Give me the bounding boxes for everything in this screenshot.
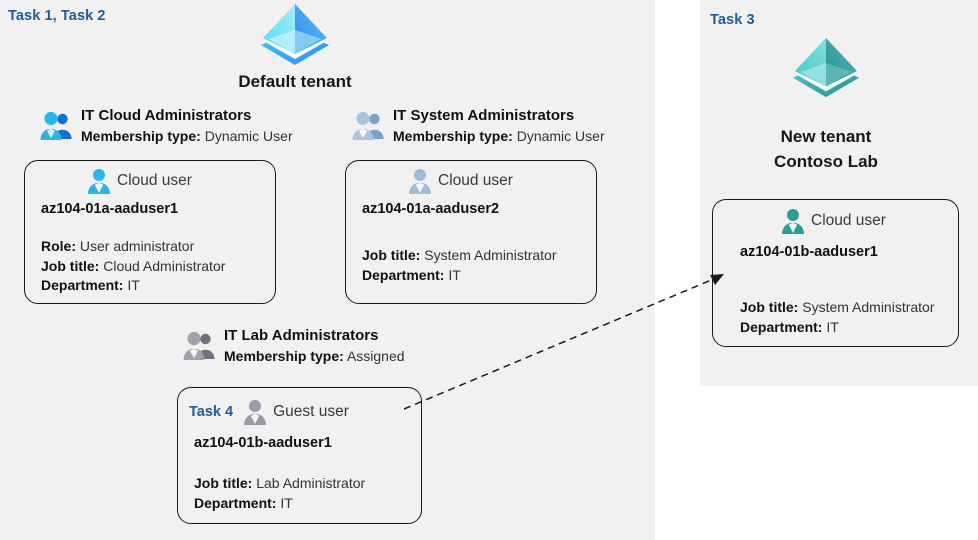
group-membership: Membership type: Dynamic User — [393, 126, 605, 146]
attribute-value: System Administrator — [802, 299, 935, 315]
attribute-value: IT — [280, 494, 293, 511]
user-card-new-tenant-aaduser1[interactable]: Cloud user az104-01b-aaduser1 Job title:… — [712, 199, 959, 347]
group-membership: Membership type: Assigned — [224, 346, 405, 366]
azure-ad-tenant-icon-new — [791, 36, 861, 102]
attribute-list: Job title: Lab Administrator Department:… — [194, 474, 365, 513]
cloud-user-icon — [408, 168, 432, 194]
new-tenant-title: New tenant Contoso Lab — [726, 124, 926, 174]
attribute-row: Job title: System Administrator — [740, 298, 935, 318]
membership-value: Dynamic User — [516, 128, 605, 144]
attribute-row: Job title: System Administrator — [362, 246, 557, 266]
user-type-label: Cloud user — [811, 212, 886, 229]
group-name: IT Cloud Administrators — [81, 107, 252, 124]
user-card-aaduser1[interactable]: Cloud user az104-01a-aaduser1 Role: User… — [24, 160, 276, 304]
default-tenant-panel — [0, 0, 655, 540]
membership-key: Membership type: — [81, 128, 201, 144]
user-card-guest-aaduser1[interactable]: Task 4 Guest user az104-01b-aaduser1 Job… — [177, 387, 422, 524]
attribute-value: Cloud Administrator — [103, 257, 226, 274]
group-it-lab-administrators: IT Lab Administrators Membership type: A… — [183, 326, 405, 366]
card-header: Task 4 Guest user — [189, 399, 349, 425]
default-tenant-title: Default tenant — [238, 72, 352, 91]
user-type-label: Cloud user — [438, 172, 513, 189]
azure-ad-tenant-icon-default — [259, 2, 331, 70]
group-it-cloud-administrators: IT Cloud Administrators Membership type:… — [40, 106, 293, 146]
username: az104-01a-aaduser1 — [41, 201, 179, 217]
attribute-key: Department: — [740, 318, 823, 335]
group-membership: Membership type: Dynamic User — [81, 126, 293, 146]
card-header: Cloud user — [781, 208, 886, 234]
attribute-key: Department: — [194, 494, 277, 511]
card-header: Cloud user — [408, 168, 513, 194]
username: az104-01b-aaduser1 — [740, 244, 878, 260]
membership-key: Membership type: — [224, 348, 344, 364]
new-tenant-title-line2: Contoso Lab — [774, 152, 878, 171]
attribute-list: Job title: System Administrator Departme… — [362, 246, 557, 285]
attribute-row: Department: IT — [41, 276, 225, 296]
membership-value: Assigned — [346, 348, 405, 364]
new-tenant-title-line1: New tenant — [780, 127, 872, 146]
attribute-row: Department: IT — [362, 266, 557, 286]
attribute-value: System Administrator — [424, 247, 557, 263]
attribute-row: Role: User administrator — [41, 237, 225, 257]
attribute-row: Job title: Cloud Administrator — [41, 257, 225, 277]
cloud-user-icon — [87, 168, 111, 194]
group-name: IT Lab Administrators — [224, 327, 379, 344]
task-label-right: Task 3 — [710, 12, 755, 28]
user-card-aaduser2[interactable]: Cloud user az104-01a-aaduser2 Job title:… — [345, 160, 597, 304]
attribute-value: IT — [448, 266, 461, 283]
username: az104-01b-aaduser1 — [194, 435, 332, 451]
attribute-key: Job title: — [362, 247, 421, 263]
group-users-icon — [183, 330, 217, 362]
card-header: Cloud user — [87, 168, 192, 194]
attribute-value: Lab Administrator — [256, 475, 366, 491]
task-label-left: Task 1, Task 2 — [8, 8, 106, 24]
cloud-user-icon — [781, 208, 805, 234]
group-users-icon — [352, 110, 386, 142]
group-it-system-administrators: IT System Administrators Membership type… — [352, 106, 605, 146]
attribute-row: Department: IT — [740, 318, 935, 338]
username: az104-01a-aaduser2 — [362, 201, 500, 217]
guest-user-icon — [243, 399, 267, 425]
attribute-value: IT — [127, 277, 140, 293]
attribute-list: Role: User administrator Job title: Clou… — [41, 237, 225, 296]
user-type-label: Cloud user — [117, 172, 192, 189]
attribute-key: Job title: — [740, 299, 799, 315]
attribute-value: IT — [826, 318, 839, 335]
user-type-label: Guest user — [273, 403, 349, 420]
attribute-key: Department: — [41, 277, 124, 293]
attribute-key: Job title: — [194, 475, 253, 491]
attribute-list: Job title: System Administrator Departme… — [740, 298, 935, 337]
group-name: IT System Administrators — [393, 107, 575, 124]
attribute-key: Job title: — [41, 257, 100, 274]
group-users-icon — [40, 110, 74, 142]
membership-value: Dynamic User — [204, 128, 293, 144]
attribute-key: Role: — [41, 238, 76, 254]
attribute-row: Job title: Lab Administrator — [194, 474, 365, 494]
attribute-row: Department: IT — [194, 494, 365, 514]
membership-key: Membership type: — [393, 128, 513, 144]
task-tag: Task 4 — [189, 404, 234, 420]
attribute-value: User administrator — [79, 238, 195, 254]
attribute-key: Department: — [362, 266, 445, 283]
